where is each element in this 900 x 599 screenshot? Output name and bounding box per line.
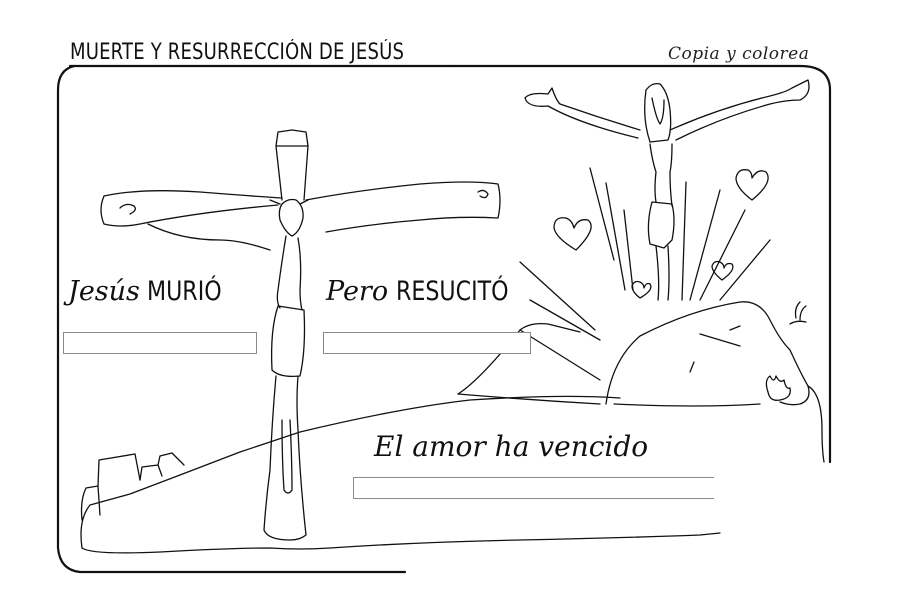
- phrase-script-pero: Pero: [326, 276, 389, 307]
- hill-left: [80, 395, 721, 554]
- phrase-jesus-murio: Jesús MURIÓ: [68, 276, 238, 307]
- phrase-caps-resucito: RESUCITÓ: [395, 276, 509, 307]
- risen-jesus: [524, 79, 810, 301]
- instruction-text: Copia y colorea: [668, 44, 810, 64]
- copy-box-el-amor-ha-vencido[interactable]: [353, 477, 714, 499]
- worksheet-title: MUERTE Y RESURRECCIÓN DE JESÚS: [70, 40, 405, 65]
- cross: [100, 129, 501, 541]
- copy-box-jesus-murio[interactable]: [63, 332, 257, 354]
- phrase-el-amor-ha-vencido: El amor ha vencido: [374, 430, 649, 463]
- copy-box-pero-resucito[interactable]: [323, 332, 531, 354]
- phrase-caps-murio: MURIÓ: [147, 276, 223, 307]
- rays: [519, 167, 771, 381]
- hearts: [553, 169, 769, 299]
- tomb: [457, 301, 825, 463]
- phrase-script-jesus: Jesús: [68, 276, 140, 307]
- phrase-pero-resucito: Pero RESUCITÓ: [326, 276, 533, 307]
- frame: [56, 64, 832, 574]
